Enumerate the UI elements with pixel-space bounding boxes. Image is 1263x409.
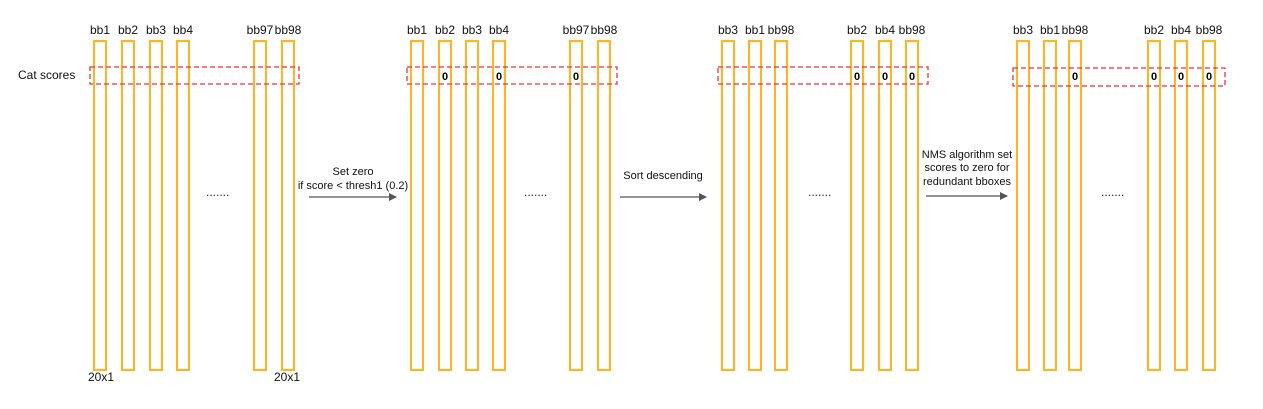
score-vector-bar: [1173, 39, 1189, 372]
bbox-label: bb3: [718, 23, 738, 37]
bbox-label: bb3: [146, 23, 166, 37]
cat-scores-highlight-box: [89, 66, 300, 85]
score-vector-bar: [92, 39, 108, 372]
bbox-label: bb3: [462, 23, 482, 37]
bbox-label: bb2: [118, 23, 138, 37]
transition-arrow-2: Sort descending: [620, 170, 707, 201]
score-vector-bar: [280, 39, 296, 372]
score-vector-bar: [596, 39, 612, 372]
score-vector-bar: [252, 39, 268, 372]
row-label-cat-scores: Cat scores: [18, 68, 75, 82]
zero-score-value: 0: [1206, 71, 1212, 83]
score-vector-bar: [849, 39, 865, 372]
bbox-label: bb98: [1196, 23, 1223, 37]
score-vector-bar: [1146, 39, 1162, 372]
bbox-label: bb4: [489, 23, 509, 37]
zero-score-value: 0: [1151, 71, 1157, 83]
zero-score-value: 0: [1178, 71, 1184, 83]
score-vector-bar: [1042, 39, 1058, 372]
bbox-label: bb1: [407, 23, 427, 37]
score-vector-bar: [747, 39, 763, 372]
score-vector-bar: [568, 39, 584, 372]
ellipsis-text: .......: [206, 185, 229, 199]
bbox-label: bb2: [1144, 23, 1164, 37]
score-vector-bar: [409, 39, 425, 372]
bbox-label: bb98: [768, 23, 795, 37]
score-vector-bar: [120, 39, 136, 372]
bbox-label: bb98: [275, 23, 302, 37]
bbox-label: bb98: [1062, 23, 1089, 37]
score-vector-bar: [437, 39, 453, 372]
transition-arrow-1: Set zero if score < thresh1 (0.2): [298, 166, 408, 201]
bbox-label: bb98: [899, 23, 926, 37]
zero-score-value: 0: [496, 71, 502, 83]
bbox-label: bb2: [847, 23, 867, 37]
dimension-label-right: 20x1: [274, 370, 300, 384]
score-vector-bar: [720, 39, 736, 372]
score-vector-bar: [773, 39, 789, 372]
bbox-label: bb2: [435, 23, 455, 37]
score-vector-bar: [1067, 39, 1083, 372]
ellipsis-text: .......: [524, 185, 547, 199]
score-vector-bar: [175, 39, 191, 372]
cat-scores-highlight-box: [1012, 67, 1226, 87]
zero-score-value: 0: [442, 71, 448, 83]
score-vector-bar: [1201, 39, 1217, 372]
ellipsis-text: .......: [1101, 185, 1124, 199]
zero-score-value: 0: [1072, 71, 1078, 83]
arrow-caption: Set zero: [333, 166, 374, 178]
bbox-label: bb1: [745, 23, 765, 37]
score-vector-bar: [877, 39, 893, 372]
zero-score-value: 0: [882, 71, 888, 83]
bbox-label: bb4: [173, 23, 193, 37]
score-vector-bar: [904, 39, 920, 372]
bbox-label: bb1: [1040, 23, 1060, 37]
cat-scores-highlight-box: [717, 66, 929, 85]
arrow-caption: redundant bboxes: [923, 176, 1012, 188]
bbox-label: bb97: [563, 23, 590, 37]
arrows-group: Set zero if score < thresh1 (0.2) Sort des…: [298, 149, 1012, 201]
zero-score-value: 0: [909, 71, 915, 83]
bbox-label: bb4: [1171, 23, 1191, 37]
score-vector-bar: [1015, 39, 1031, 372]
arrow-caption: Sort descending: [623, 170, 703, 182]
score-vector-bar: [148, 39, 164, 372]
bbox-label: bb1: [90, 23, 110, 37]
ellipsis-text: .......: [808, 185, 831, 199]
bbox-label: bb98: [591, 23, 618, 37]
bbox-label: bb4: [875, 23, 895, 37]
zero-score-value: 0: [854, 71, 860, 83]
arrow-caption: scores to zero for: [925, 162, 1010, 174]
zero-score-value: 0: [573, 71, 579, 83]
score-vector-bar: [464, 39, 480, 372]
score-vector-bar: [491, 39, 507, 372]
bbox-label: bb3: [1013, 23, 1033, 37]
arrow-caption: if score < thresh1 (0.2): [298, 180, 408, 192]
cat-scores-highlight-box: [406, 66, 618, 85]
bbox-label: bb97: [247, 23, 274, 37]
dimension-label-left: 20x1: [88, 370, 114, 384]
stage-2: bb1 bb2 0 bb3 bb4 0 bb97 0 bb98.......: [406, 23, 618, 372]
arrow-caption: NMS algorithm set: [922, 149, 1012, 161]
